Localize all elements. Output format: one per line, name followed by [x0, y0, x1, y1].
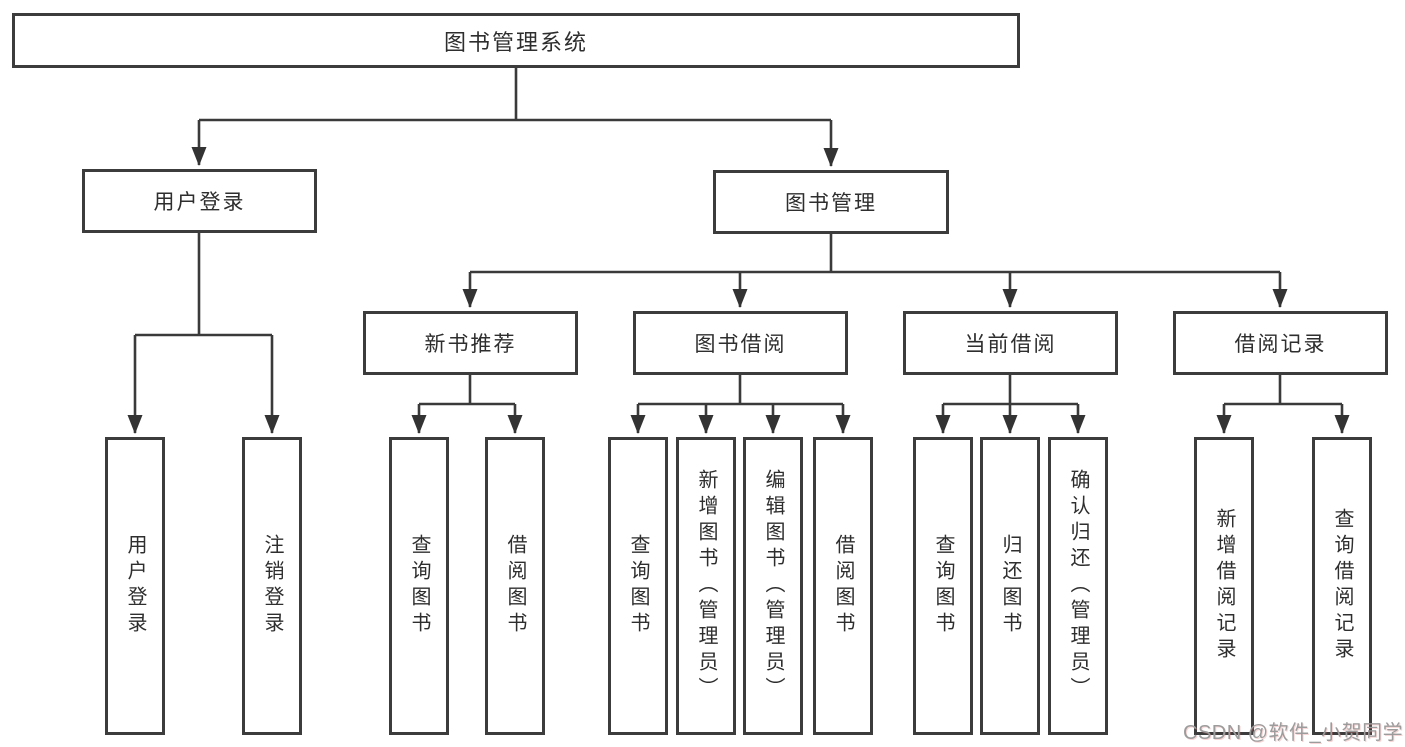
- leaf-user-login: 用户登录: [105, 437, 165, 735]
- node-user-login: 用户登录: [82, 169, 317, 233]
- leaf-query-books-borrowing: 查询图书: [608, 437, 668, 735]
- node-library-management-system: 图书管理系统: [12, 13, 1020, 68]
- connector-arrows: [127, 120, 1350, 434]
- leaf-query-books-current: 查询图书: [913, 437, 973, 735]
- leaf-query-borrow-record: 查询借阅记录: [1312, 437, 1372, 735]
- leaf-return-books: 归还图书: [980, 437, 1040, 735]
- node-borrowing-records: 借阅记录: [1173, 311, 1388, 375]
- leaf-logout: 注销登录: [242, 437, 302, 735]
- leaf-confirm-return-admin: 确认归还（管理员）: [1048, 437, 1108, 735]
- leaf-query-books-recommend: 查询图书: [389, 437, 449, 735]
- leaf-add-borrow-record: 新增借阅记录: [1194, 437, 1254, 735]
- node-book-management: 图书管理: [713, 170, 949, 234]
- node-new-book-recommendation: 新书推荐: [363, 311, 578, 375]
- leaf-edit-books-admin: 编辑图书（管理员）: [743, 437, 803, 735]
- leaf-borrow-books-recommend: 借阅图书: [485, 437, 545, 735]
- leaf-add-books-admin: 新增图书（管理员）: [676, 437, 736, 735]
- leaf-borrow-books-borrowing: 借阅图书: [813, 437, 873, 735]
- csdn-watermark: CSDN @软件_小贺同学: [1183, 722, 1404, 744]
- node-book-borrowing: 图书借阅: [633, 311, 848, 375]
- node-current-borrowing: 当前借阅: [903, 311, 1118, 375]
